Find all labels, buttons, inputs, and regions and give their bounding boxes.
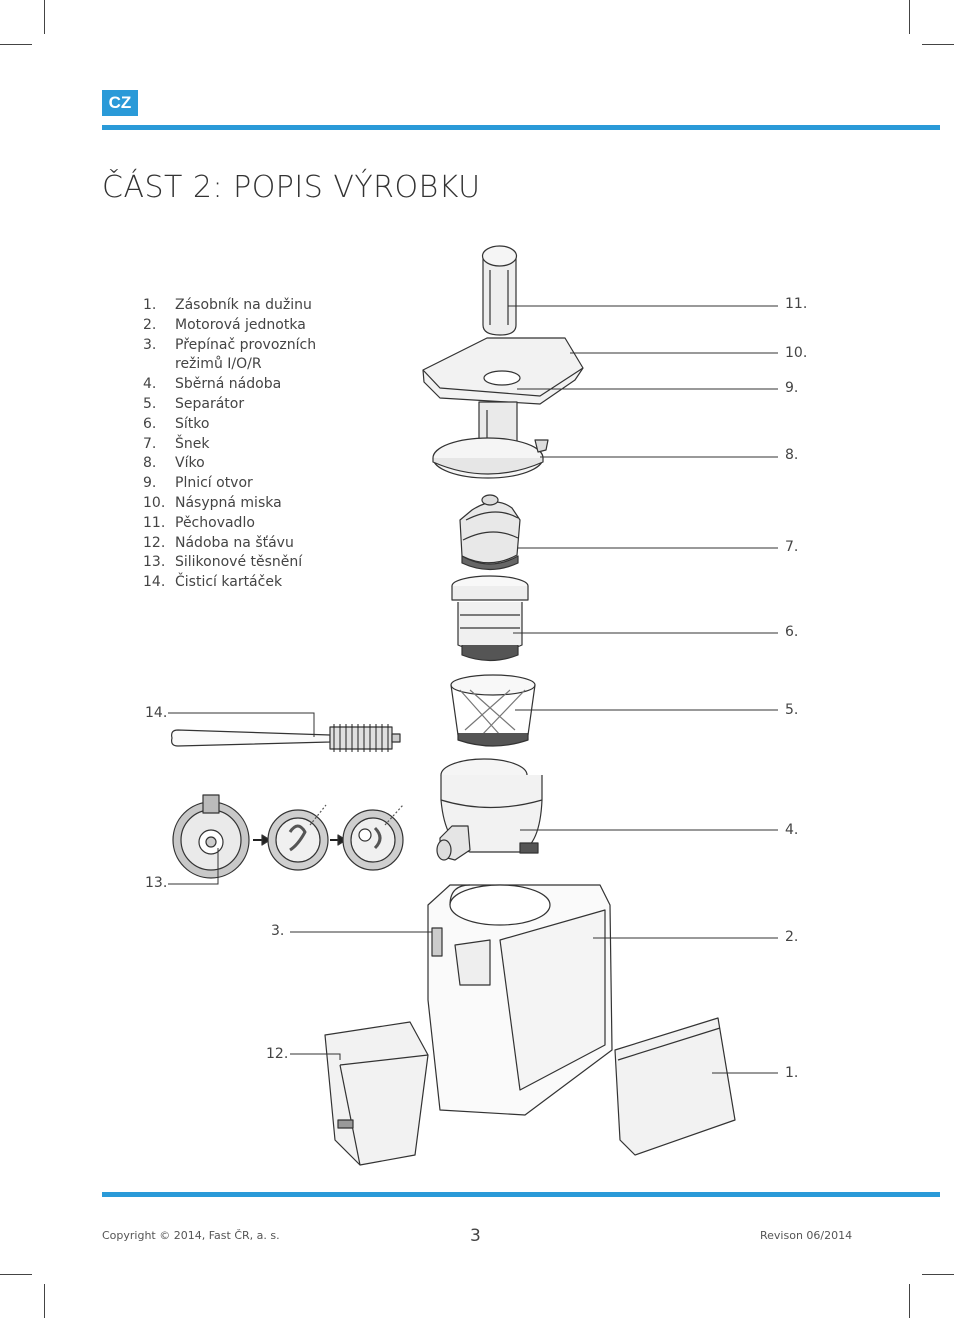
page-number: 3 bbox=[470, 1226, 481, 1246]
list-item: 7.Šnek bbox=[143, 435, 210, 452]
callout-4: 4. bbox=[785, 822, 799, 838]
list-item: 8.Víko bbox=[143, 455, 205, 472]
callout-13: 13. bbox=[145, 875, 168, 891]
copyright-text: Copyright © 2014, Fast ČR, a. s. bbox=[102, 1229, 280, 1242]
list-item: 10.Násypná miska bbox=[143, 494, 282, 511]
lid-part bbox=[432, 437, 549, 479]
callout-7: 7. bbox=[785, 539, 799, 555]
callout-2: 2. bbox=[785, 929, 799, 945]
callout-6: 6. bbox=[785, 624, 799, 640]
footer-rule bbox=[102, 1192, 940, 1197]
pulp-container-part bbox=[614, 1017, 736, 1156]
motor-base-part bbox=[427, 884, 613, 1116]
revision-text: Revison 06/2014 bbox=[760, 1229, 853, 1242]
crop-mark bbox=[909, 1284, 910, 1318]
crop-mark bbox=[922, 1274, 954, 1275]
crop-mark bbox=[922, 44, 954, 45]
callout-8: 8. bbox=[785, 447, 799, 463]
crop-mark bbox=[0, 44, 32, 45]
parts-list: 1.Zásobník na dužinu 2.Motorová jednotka… bbox=[143, 296, 323, 593]
language-badge: CZ bbox=[102, 90, 138, 116]
crop-mark bbox=[909, 0, 910, 34]
header-rule bbox=[102, 125, 940, 130]
silicone-seal-part bbox=[172, 794, 404, 879]
list-item: 6.Sítko bbox=[143, 415, 210, 432]
callout-1: 1. bbox=[785, 1065, 799, 1081]
separator-part bbox=[450, 674, 536, 747]
list-item: 11.Pěchovadlo bbox=[143, 514, 255, 531]
list-item: 13.Silikonové těsnění bbox=[143, 554, 303, 571]
pusher-part bbox=[481, 245, 518, 336]
callout-3: 3. bbox=[271, 923, 285, 939]
callout-12: 12. bbox=[266, 1046, 289, 1062]
crop-mark bbox=[44, 0, 45, 34]
callout-9: 9. bbox=[785, 380, 799, 396]
crop-mark bbox=[0, 1274, 32, 1275]
callout-11: 11. bbox=[785, 296, 808, 312]
callout-10: 10. bbox=[785, 345, 808, 361]
auger-part bbox=[459, 494, 521, 571]
bowl-part bbox=[436, 758, 543, 861]
list-item: 2.Motorová jednotka bbox=[143, 316, 306, 333]
list-item: 3.Přepínač provozních režimů I/O/R bbox=[143, 336, 317, 373]
list-item: 12.Nádoba na šťávu bbox=[143, 534, 294, 551]
page-title: ČÁST 2: POPIS VÝROBKU bbox=[102, 170, 481, 205]
list-item: 9.Plnicí otvor bbox=[143, 475, 253, 492]
list-item: 4.Sběrná nádoba bbox=[143, 376, 282, 393]
hopper-part bbox=[422, 337, 584, 449]
callout-14: 14. bbox=[145, 705, 168, 721]
crop-mark bbox=[44, 1284, 45, 1318]
list-item: 5.Separátor bbox=[143, 395, 245, 412]
brush-part bbox=[171, 724, 401, 752]
screen-part bbox=[451, 575, 529, 662]
list-item: 14.Čisticí kartáček bbox=[143, 574, 283, 591]
juice-cup-part bbox=[324, 1021, 429, 1166]
list-item: 1.Zásobník na dužinu bbox=[143, 297, 312, 313]
callout-5: 5. bbox=[785, 702, 799, 718]
